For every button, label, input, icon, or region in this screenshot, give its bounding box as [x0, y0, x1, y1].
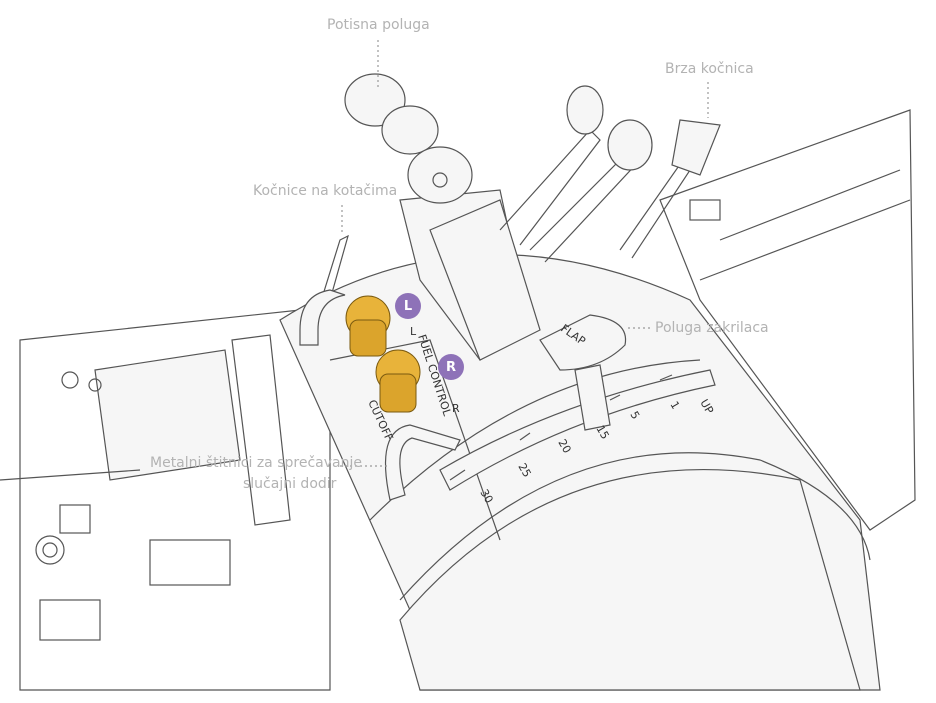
- left-instrument-panel: [0, 309, 331, 691]
- label-speed-brake: Brza kočnica: [665, 61, 754, 77]
- flap-scale-15: 15: [593, 423, 611, 442]
- speed-brake-lever: [619, 119, 721, 259]
- thrust-lever-assembly: [344, 73, 653, 361]
- badge-right: R: [438, 354, 464, 380]
- flap-lever: FLAP: [539, 314, 627, 431]
- metal-guards: [384, 424, 461, 501]
- label-thrust-lever: Potisna poluga: [327, 17, 430, 33]
- panel-r-text: R: [452, 402, 460, 415]
- label-flap-lever: Poluga zakrilaca: [655, 320, 769, 336]
- flap-scale-25: 25: [515, 461, 533, 480]
- flap-gate: [439, 369, 716, 491]
- panel-l-text: L: [410, 325, 417, 338]
- label-wheel-brakes: Kočnice na kotačima: [253, 183, 398, 199]
- right-instrument-panel: [659, 109, 916, 531]
- badge-left: L: [395, 293, 421, 319]
- label-guards-line1: Metalni štitnici za sprečavanje: [150, 455, 362, 471]
- wheel-brake-lever: [299, 234, 349, 346]
- flap-scale-20: 20: [555, 437, 573, 456]
- label-guards-line2: slučajni dodir: [243, 476, 337, 492]
- flap-scale-30: 30: [477, 487, 495, 506]
- console-body: [279, 253, 881, 691]
